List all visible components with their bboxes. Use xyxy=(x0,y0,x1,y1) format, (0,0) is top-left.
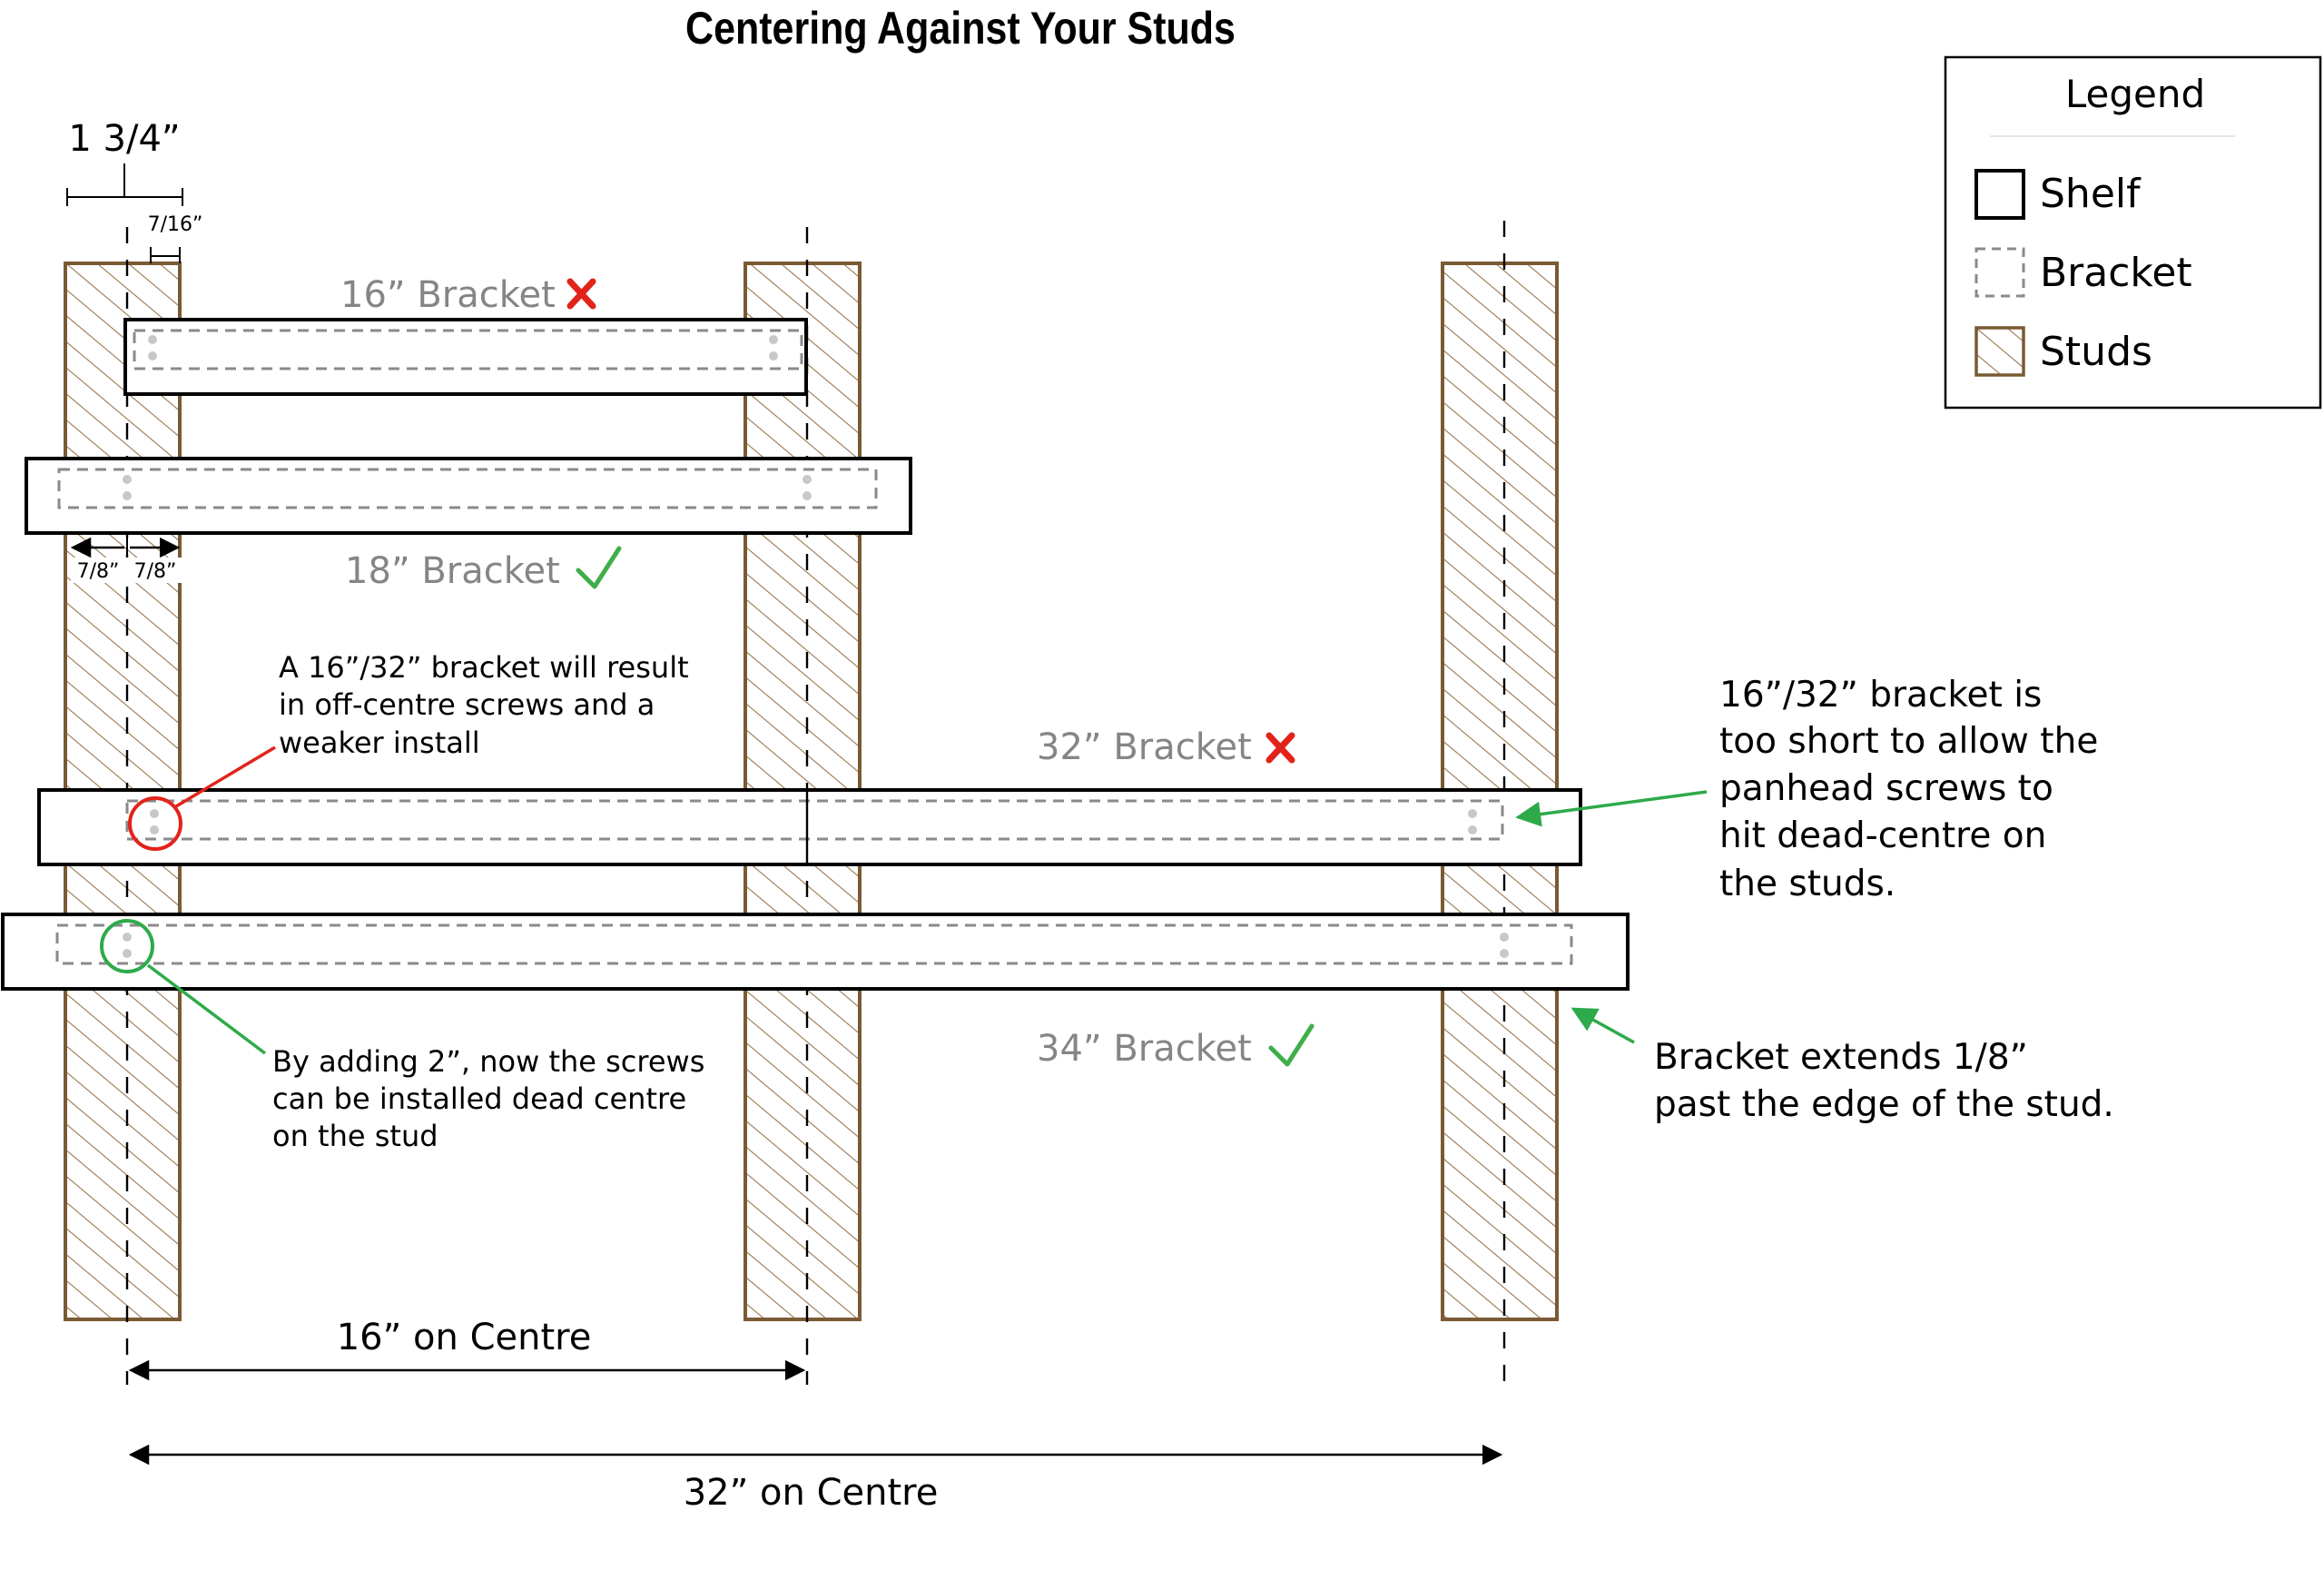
bracket-label-16: 16” Bracket xyxy=(340,274,596,316)
annotation-line: too short to allow the xyxy=(1719,721,2098,762)
svg-text:16”/32” bracket is too s: 16”/32” bracket is too short to allow th… xyxy=(1719,675,2110,904)
screw xyxy=(123,933,132,942)
shelf-swatch-icon xyxy=(1974,169,2025,220)
centred-callout-circle xyxy=(100,919,154,973)
shelf-row-18 xyxy=(25,457,912,535)
annotation-line: hit dead-centre on xyxy=(1719,815,2046,856)
bracket-label: 34” Bracket xyxy=(1037,1028,1252,1070)
screw xyxy=(150,809,159,818)
bracket-swatch-icon xyxy=(1974,247,2025,298)
legend-title: Legend xyxy=(2065,72,2205,116)
screw xyxy=(123,491,132,500)
adding-two-annotation: By adding 2”, now the screws can be inst… xyxy=(146,963,714,1153)
right-offset-label: 7/8” xyxy=(134,560,177,583)
legend-item-bracket: Bracket xyxy=(1974,247,2192,298)
cross-icon xyxy=(1265,732,1295,764)
page-title: Centering Against Your Studs xyxy=(685,3,1236,54)
shelf-row-32 xyxy=(37,788,1582,866)
bracket-label-32: 32” Bracket xyxy=(1037,726,1295,768)
svg-text:Bracket extends 1/8” pas: Bracket extends 1/8” past the edge of th… xyxy=(1654,1037,2114,1125)
screw xyxy=(1468,825,1477,834)
bracket-label: 16” Bracket xyxy=(340,274,556,316)
stud-width-dimension: 1 3/4” 7/16” xyxy=(66,118,203,263)
spacing-32-label: 32” on Centre xyxy=(684,1472,939,1514)
bracket-label-34: 34” Bracket xyxy=(1037,1023,1315,1070)
screw xyxy=(803,491,812,500)
screw xyxy=(123,949,132,958)
legend-label: Shelf xyxy=(2040,171,2142,217)
half-offset-label: 7/16” xyxy=(148,213,203,236)
studs-swatch-icon xyxy=(1974,326,2025,377)
svg-text:By adding 2”, now the screws: By adding 2”, now the screws can be inst… xyxy=(272,1044,714,1153)
annotation-line: in off-centre screws and a xyxy=(279,687,655,722)
svg-text:A 16”/32” bracket will result: A 16”/32” bracket will result in off-cen… xyxy=(279,650,698,760)
screw xyxy=(123,475,132,484)
annotation-line: A 16”/32” bracket will result xyxy=(279,650,689,685)
bracket xyxy=(55,923,1573,965)
legend-item-studs: Studs xyxy=(1974,326,2152,377)
bracket-label: 18” Bracket xyxy=(345,550,560,592)
check-icon xyxy=(1268,1023,1315,1067)
stud-width-label: 1 3/4” xyxy=(68,118,180,160)
screw xyxy=(1468,809,1477,818)
bracket-label-18: 18” Bracket xyxy=(345,546,622,592)
screw xyxy=(769,335,778,344)
annotation-line: Bracket extends 1/8” xyxy=(1654,1037,2028,1078)
annotation-line: past the edge of the stud. xyxy=(1654,1084,2114,1125)
legend-label: Bracket xyxy=(2040,250,2192,296)
bracket xyxy=(125,799,1504,841)
off-centre-callout-circle xyxy=(128,796,182,851)
off-centre-annotation: A 16”/32” bracket will result in off-cen… xyxy=(175,650,698,808)
bracket xyxy=(133,329,803,370)
screw xyxy=(148,335,157,344)
screw xyxy=(1500,933,1509,942)
screw xyxy=(150,825,159,834)
annotation-line: the studs. xyxy=(1719,864,1896,904)
extends-annotation: Bracket extends 1/8” past the edge of th… xyxy=(1571,1007,2114,1125)
screw xyxy=(769,351,778,360)
annotation-line: can be installed dead centre xyxy=(272,1081,686,1116)
legend: Legend Shelf Bracket Studs xyxy=(1944,55,2322,410)
screw xyxy=(148,351,157,360)
legend-item-shelf: Shelf xyxy=(1974,169,2142,220)
centre-offset-dimension: 7/8” 7/8” xyxy=(70,537,182,583)
left-offset-label: 7/8” xyxy=(77,560,120,583)
bracket xyxy=(57,468,878,509)
legend-label: Studs xyxy=(2040,329,2152,375)
annotation-line: on the stud xyxy=(272,1119,438,1153)
shelf-row-34 xyxy=(1,913,1630,991)
too-short-annotation: 16”/32” bracket is too short to allow th… xyxy=(1515,675,2110,904)
screw xyxy=(1500,949,1509,958)
spacing-16-dimension: 16” on Centre xyxy=(128,1317,806,1381)
shelf-row-16 xyxy=(123,318,808,396)
bracket-label: 32” Bracket xyxy=(1037,726,1252,768)
spacing-16-label: 16” on Centre xyxy=(337,1317,592,1358)
cross-icon xyxy=(566,278,596,310)
check-icon xyxy=(576,546,622,589)
spacing-32-dimension: 32” on Centre xyxy=(128,1444,1503,1514)
annotation-line: By adding 2”, now the screws xyxy=(272,1044,704,1079)
annotation-line: weaker install xyxy=(279,726,480,760)
screw xyxy=(803,475,812,484)
annotation-line: panhead screws to xyxy=(1719,768,2053,809)
annotation-line: 16”/32” bracket is xyxy=(1719,675,2042,716)
